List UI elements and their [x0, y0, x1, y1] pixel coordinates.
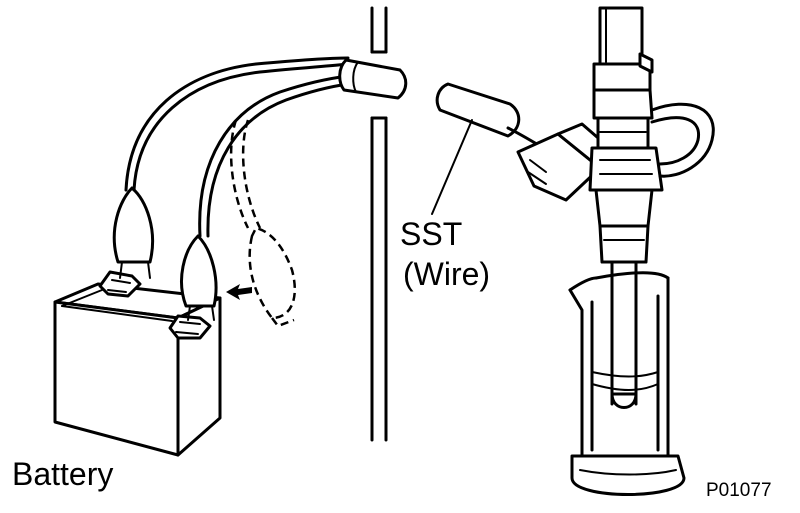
sst-wire-sleeve	[338, 58, 521, 138]
lead-wires	[124, 56, 350, 238]
sst-leader-line	[431, 119, 473, 215]
measuring-cylinder	[568, 271, 686, 496]
fuel-injector	[588, 6, 715, 264]
terminal-clip-negative	[168, 314, 212, 340]
clip-boot-left	[112, 186, 155, 279]
clip-dashed-position	[229, 119, 297, 328]
terminal-clip-positive	[98, 270, 142, 298]
injector-nozzle	[610, 260, 638, 409]
battery-label: Battery	[12, 456, 114, 492]
clip-boot-right	[180, 234, 218, 321]
battery	[53, 282, 222, 457]
divider-bracket	[370, 6, 388, 442]
figure-code: P01077	[706, 480, 772, 501]
sst-label: SST	[400, 216, 463, 252]
arrow-icon	[226, 284, 252, 300]
wire-label: (Wire)	[403, 256, 491, 292]
